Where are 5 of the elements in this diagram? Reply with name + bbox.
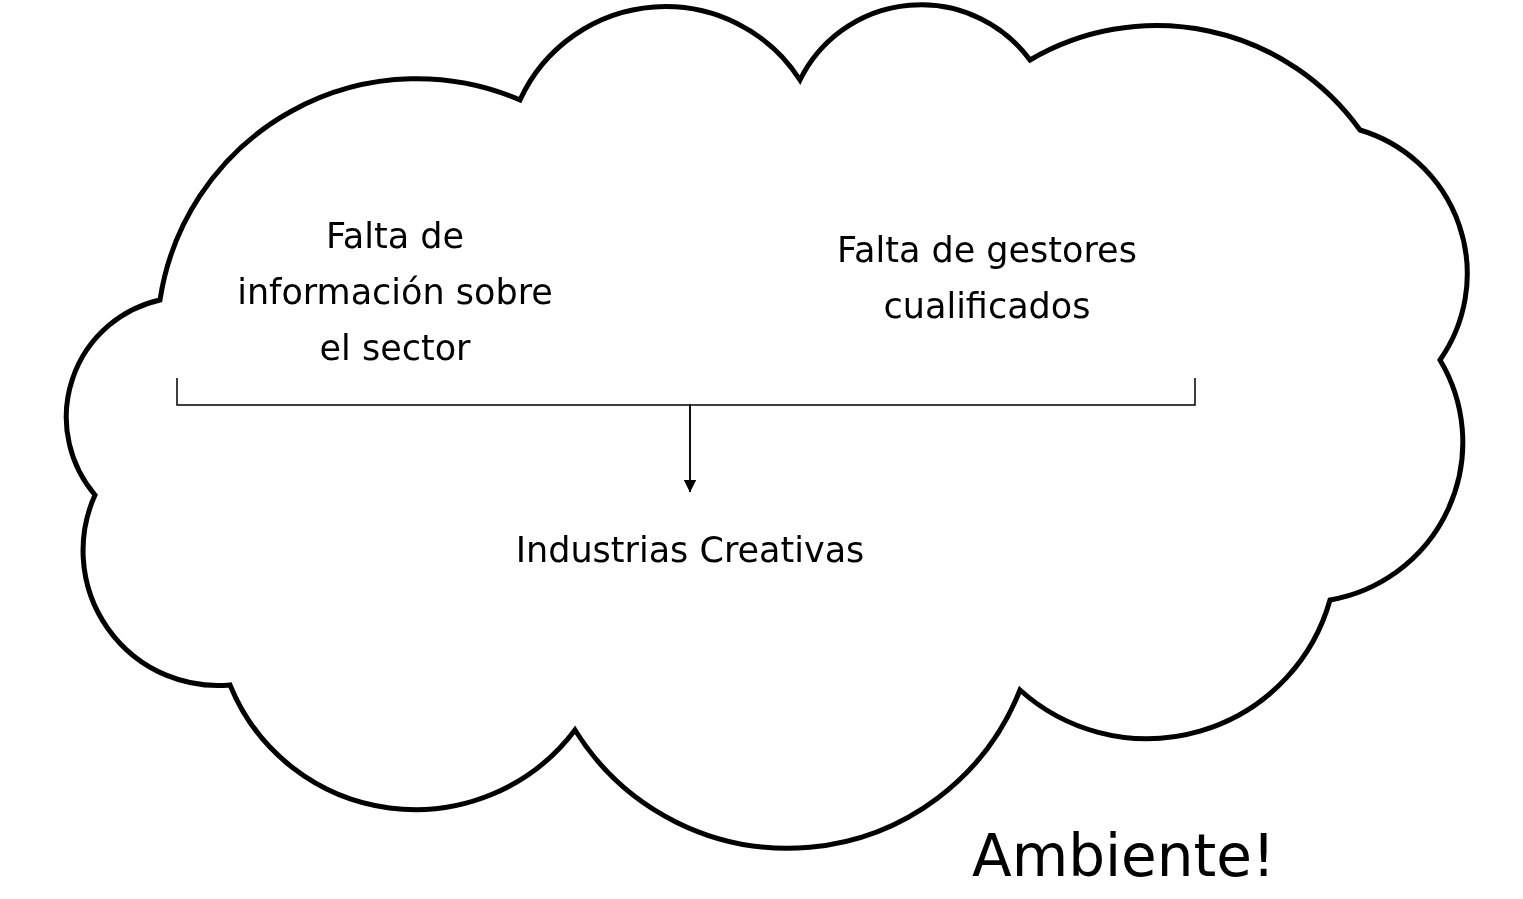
bracket-arrow bbox=[684, 377, 1196, 493]
text-label: Industrias Creativas bbox=[470, 492, 910, 582]
text-label: Falta de gestores cualificados bbox=[777, 222, 1197, 378]
text-label: Falta de información sobre el sector bbox=[175, 208, 615, 378]
cloud-title: Ambiente! bbox=[972, 822, 1276, 892]
